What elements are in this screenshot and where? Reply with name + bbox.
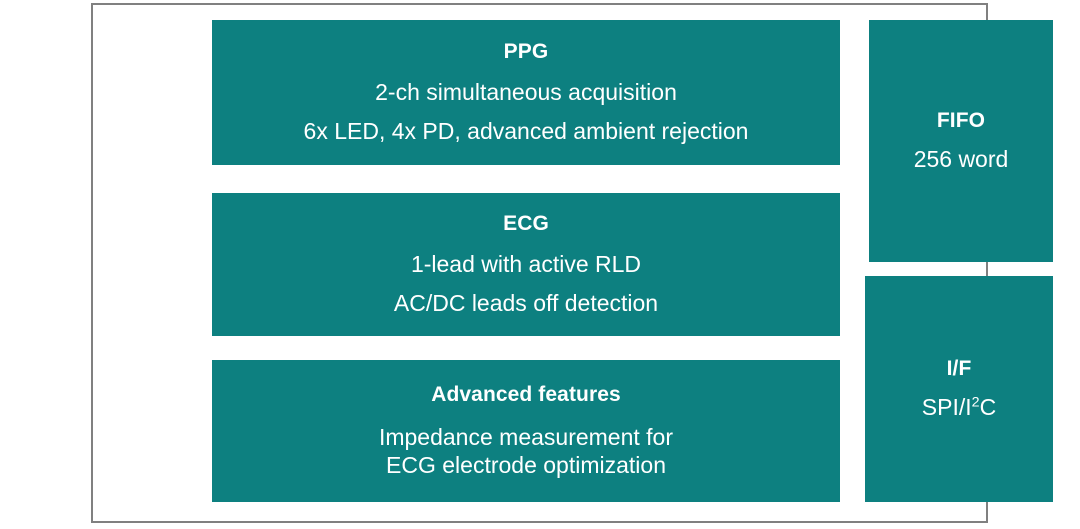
block-interface-line-superscript: 2 xyxy=(971,394,980,411)
block-advanced-features: Advanced features Impedance measurement … xyxy=(212,360,840,502)
block-ppg-line-1: 2-ch simultaneous acquisition xyxy=(375,79,677,105)
block-advanced-features-line-2: ECG electrode optimization xyxy=(386,452,666,479)
block-interface-line-base: SPI/I xyxy=(921,393,972,420)
diagram-outer-frame: PPG 2-ch simultaneous acquisition 6x LED… xyxy=(91,3,1053,523)
block-fifo: FIFO 256 word xyxy=(869,20,1053,262)
block-ppg-title: PPG xyxy=(503,40,549,64)
block-ecg-line-2: AC/DC leads off detection xyxy=(393,289,659,316)
block-interface-line-tail: C xyxy=(979,393,997,420)
block-advanced-features-line-1: Impedance measurement for xyxy=(378,423,674,450)
block-ppg: PPG 2-ch simultaneous acquisition 6x LED… xyxy=(212,20,840,165)
block-interface-title: I/F xyxy=(946,357,972,381)
block-ppg-line-2: 6x LED, 4x PD, advanced ambient rejectio… xyxy=(303,117,749,144)
block-interface: I/F SPI/I2C xyxy=(865,276,1053,502)
block-ecg-line-1: 1-lead with active RLD xyxy=(410,251,642,277)
block-interface-line-1: SPI/I2C xyxy=(921,393,997,421)
block-ecg-title: ECG xyxy=(503,212,549,236)
block-fifo-title: FIFO xyxy=(936,109,986,133)
block-fifo-line-1: 256 word xyxy=(913,145,1009,172)
block-advanced-features-title: Advanced features xyxy=(431,382,621,406)
block-ecg: ECG 1-lead with active RLD AC/DC leads o… xyxy=(212,193,840,336)
